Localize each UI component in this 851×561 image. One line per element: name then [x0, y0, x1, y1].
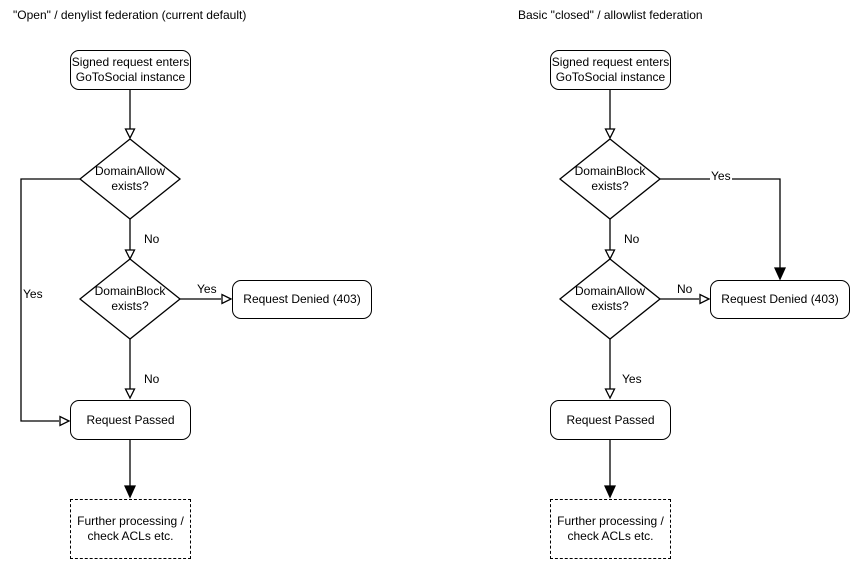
- right-further-line2: check ACLs etc.: [567, 529, 654, 543]
- left-chart-title: "Open" / denylist federation (current de…: [13, 8, 247, 22]
- right-further-line1: Further processing /: [557, 514, 664, 528]
- left-start-line1: Signed request enters: [71, 55, 190, 69]
- arrowhead-solid-icon: [773, 267, 787, 281]
- left-passed-label: Request Passed: [86, 412, 175, 427]
- decision-diamond-shape: [558, 258, 662, 340]
- right-decision1-yes-label: Yes: [710, 169, 732, 183]
- right-start-line2: GoToSocial instance: [555, 70, 666, 84]
- right-passed-label: Request Passed: [566, 412, 655, 427]
- edge-right-passed-to-further: [603, 440, 617, 499]
- right-decision2-yes-label: Yes: [621, 372, 643, 386]
- right-denied-label: Request Denied (403): [721, 292, 839, 306]
- arrowhead-open-icon: [59, 415, 71, 427]
- edge-left-passed-to-further: [123, 440, 137, 499]
- decision-diamond-shape: [558, 138, 662, 220]
- left-passed-node: Request Passed: [70, 400, 191, 440]
- left-start-node: Signed request enters GoToSocial instanc…: [70, 50, 191, 90]
- right-chart-title: Basic "closed" / allowlist federation: [518, 8, 703, 22]
- left-further-line1: Further processing /: [77, 514, 184, 528]
- left-decision1-no-label: No: [143, 232, 161, 246]
- right-denied-node: Request Denied (403): [710, 280, 850, 319]
- decision-diamond-shape: [78, 138, 182, 220]
- edge-right-decision1-no: [604, 219, 616, 261]
- arrowhead-open-icon: [699, 293, 711, 305]
- edge-right-decision2-yes: [604, 339, 616, 400]
- edge-left-decision1-yes-loop: [20, 178, 80, 427]
- edge-left-decision1-no: [124, 219, 136, 261]
- left-decision2-no-label: No: [143, 372, 161, 386]
- decision-diamond-shape: [78, 258, 182, 340]
- arrowhead-solid-icon: [123, 485, 137, 499]
- left-decision2-yes-label: Yes: [196, 282, 218, 296]
- arrowhead-open-icon: [124, 388, 136, 400]
- edge-right-decision1-yes-loop: [660, 178, 787, 281]
- left-further-line2: check ACLs etc.: [87, 529, 174, 543]
- arrowhead-solid-icon: [603, 485, 617, 499]
- edge-left-decision2-yes: [180, 293, 233, 305]
- edge-left-decision2-no: [124, 339, 136, 400]
- right-decision2-no-label: No: [676, 282, 694, 296]
- arrowhead-open-icon: [604, 249, 616, 261]
- left-denied-node: Request Denied (403): [232, 280, 372, 319]
- left-decision1-yes-label: Yes: [22, 287, 44, 301]
- right-start-line1: Signed request enters: [551, 55, 670, 69]
- left-denied-label: Request Denied (403): [243, 292, 361, 306]
- arrowhead-open-icon: [221, 293, 233, 305]
- left-start-line2: GoToSocial instance: [75, 70, 186, 84]
- left-further-node: Further processing / check ACLs etc.: [70, 499, 191, 559]
- edge-right-start-to-decision1: [604, 90, 616, 140]
- arrowhead-open-icon: [124, 128, 136, 140]
- edge-left-start-to-decision1: [124, 90, 136, 140]
- right-passed-node: Request Passed: [550, 400, 671, 440]
- edge-right-decision2-no: [660, 293, 711, 305]
- arrowhead-open-icon: [124, 249, 136, 261]
- right-start-node: Signed request enters GoToSocial instanc…: [550, 50, 671, 90]
- right-further-node: Further processing / check ACLs etc.: [550, 499, 671, 559]
- arrowhead-open-icon: [604, 388, 616, 400]
- arrowhead-open-icon: [604, 128, 616, 140]
- right-decision1-no-label: No: [623, 232, 641, 246]
